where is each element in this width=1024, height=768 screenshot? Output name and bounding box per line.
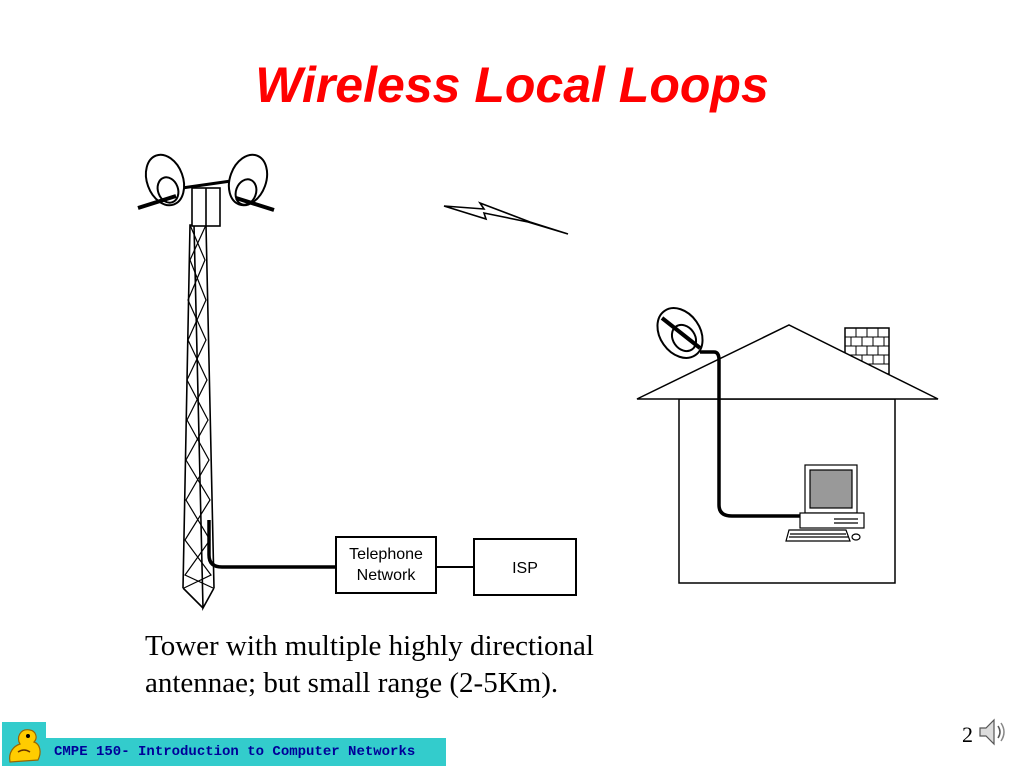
footer-course-label: CMPE 150- Introduction to Computer Netwo…: [54, 744, 416, 760]
telephone-label-line2: Network: [357, 567, 417, 584]
tower-antenna-right: [227, 153, 275, 212]
telephone-network-box: Telephone Network: [335, 536, 437, 594]
footer-bar: [46, 738, 446, 766]
caption-line-1: Tower with multiple highly directional: [145, 630, 594, 662]
speaker-icon[interactable]: [974, 714, 1010, 750]
tower: [182, 187, 221, 611]
telephone-label-line1: Telephone: [349, 546, 423, 563]
tower-antenna-left: [137, 153, 239, 210]
slide-title: Wireless Local Loops: [255, 57, 769, 113]
isp-label: ISP: [512, 560, 538, 577]
lightning-bolt-icon: [443, 201, 569, 235]
house: [636, 324, 939, 584]
satellite-dish-icon: [656, 307, 704, 359]
logo-icon: [2, 722, 46, 766]
computer: [785, 464, 865, 542]
tower-cable: [207, 520, 336, 569]
page-number: 2: [962, 722, 973, 747]
house-cable: [700, 350, 806, 518]
caption-line-2: antennae; but small range (2-5Km).: [145, 667, 559, 699]
slide-caption: Tower with multiple highly directional a…: [145, 628, 705, 702]
isp-box: ISP: [473, 538, 577, 596]
